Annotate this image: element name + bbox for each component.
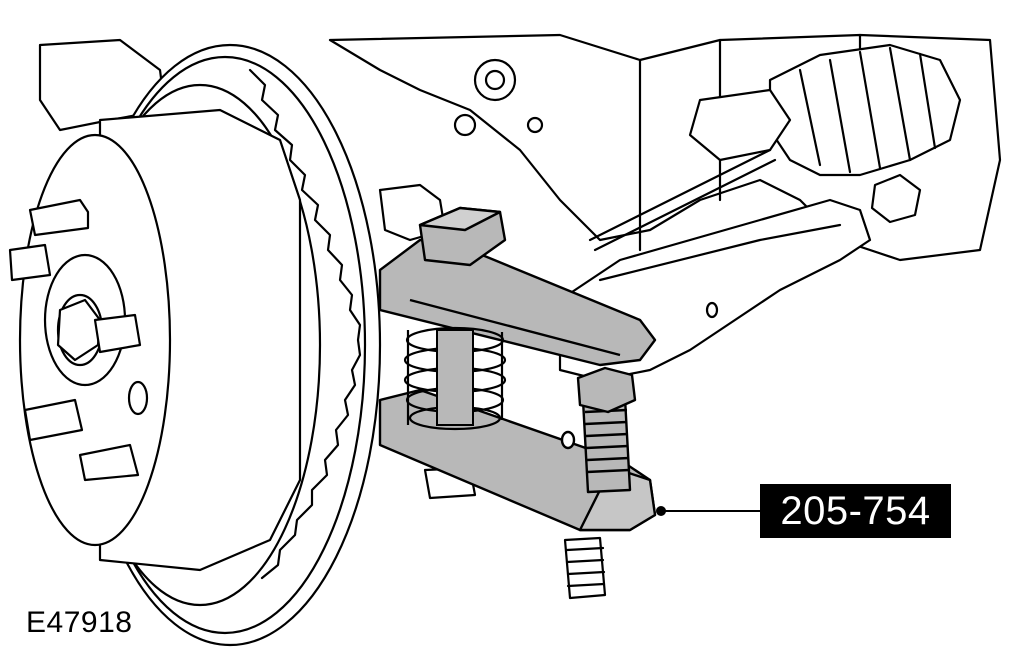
bolt-tip-threads	[565, 546, 606, 588]
spring-center-rod	[436, 329, 474, 426]
screw-hex-head	[576, 366, 637, 414]
tool-upper-jaw-slot	[409, 298, 621, 357]
frame-bolt-2	[453, 113, 477, 137]
wheel-stud-5	[78, 443, 140, 482]
tool-number-callout: 205-754	[760, 484, 951, 538]
arm-hole	[705, 301, 719, 319]
bolt-tip	[563, 536, 607, 600]
boot-ribs	[798, 46, 937, 174]
tool-cap-top	[418, 206, 502, 232]
figure-id-label: E47918	[26, 606, 133, 639]
arm-inner-edge	[598, 223, 842, 282]
wheel-stud-4	[23, 398, 84, 442]
wheel-stud-2	[8, 243, 52, 282]
tool-lower-hole	[560, 430, 576, 450]
hub-hole	[127, 380, 149, 416]
vent-fins	[248, 68, 362, 580]
wheel-stud-3	[93, 313, 142, 354]
frame-bolt-1-inner	[484, 69, 506, 91]
frame-bolt-4	[870, 173, 922, 224]
tool-number-label: 205-754	[780, 488, 931, 533]
tie-rod	[588, 148, 777, 252]
steering-boot	[768, 43, 962, 177]
frame-bolt-3	[526, 116, 544, 134]
tie-rod-end	[688, 88, 792, 162]
wheel-stud-1	[28, 198, 90, 237]
